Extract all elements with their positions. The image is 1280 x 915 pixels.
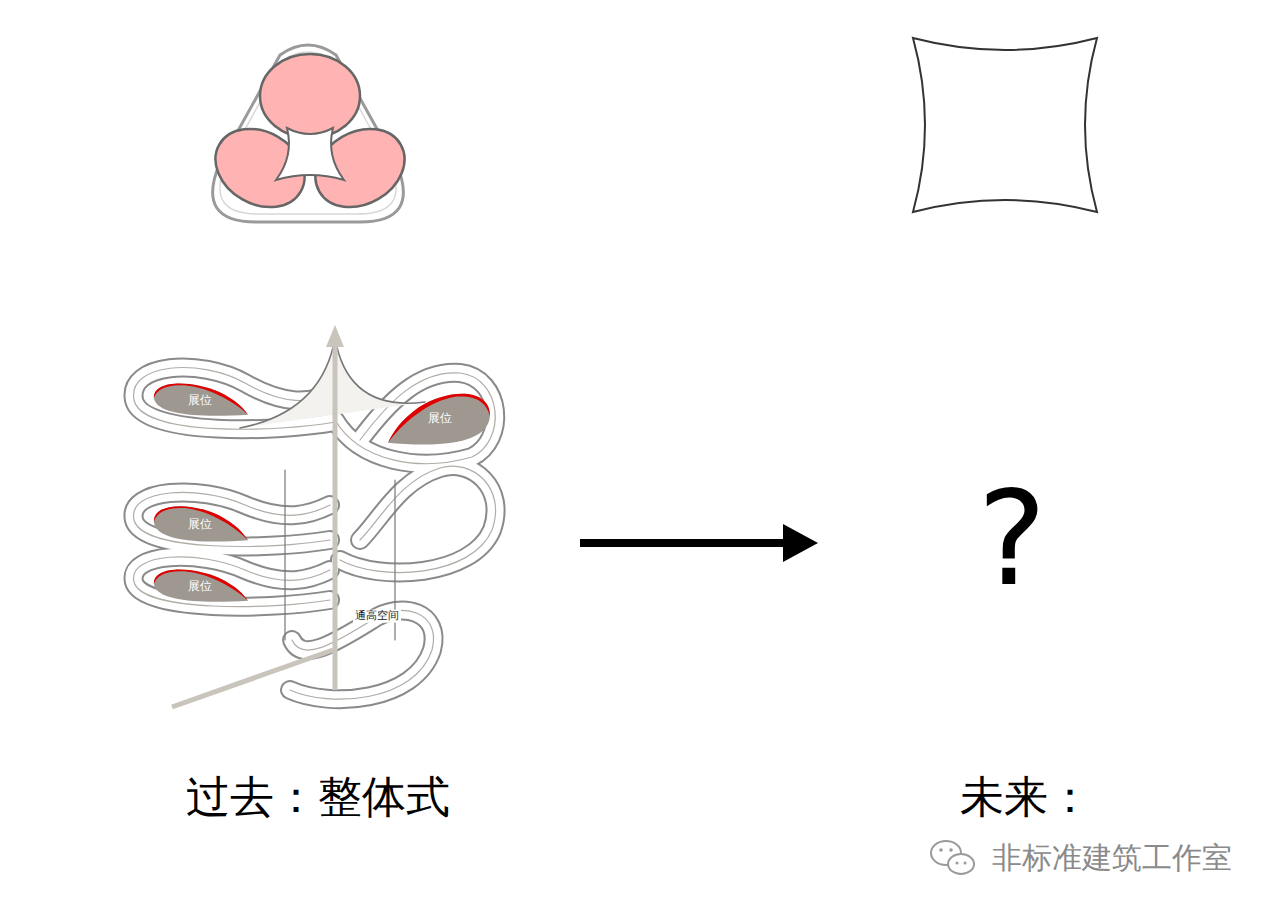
trefoil-lobe	[260, 54, 360, 138]
booth-zone: 展位	[388, 382, 492, 448]
booth-label: 展位	[188, 387, 212, 407]
transition-arrow	[580, 524, 818, 562]
booth-label: 展位	[188, 573, 212, 593]
booth-edge	[388, 394, 490, 443]
watermark: 非标准建筑工作室	[992, 841, 1232, 876]
booth-zone: 展位	[152, 498, 248, 544]
spiral-ramp	[134, 338, 496, 699]
booth-fill	[388, 394, 490, 445]
booth-zone: 展位	[152, 376, 248, 418]
booth-zone: 展位	[152, 562, 248, 604]
booth-fill	[154, 506, 248, 541]
wechat-icon	[931, 841, 974, 874]
question-mark: ?	[978, 465, 1047, 615]
column-caption: 过去：整体式	[186, 772, 450, 823]
booth-edge	[154, 569, 248, 600]
booth-fill	[154, 569, 248, 601]
booth-edge	[154, 383, 248, 414]
booth-edge	[154, 506, 248, 540]
booth-label: 展位	[188, 511, 212, 531]
column-caption: 未来：	[960, 772, 1092, 823]
trefoil-figure	[201, 45, 418, 223]
booth-fill	[154, 383, 248, 415]
trefoil-center	[276, 128, 344, 180]
booth-label: 展位	[428, 405, 452, 425]
space-label: 通高空间	[353, 610, 401, 623]
concave-square	[913, 38, 1097, 212]
